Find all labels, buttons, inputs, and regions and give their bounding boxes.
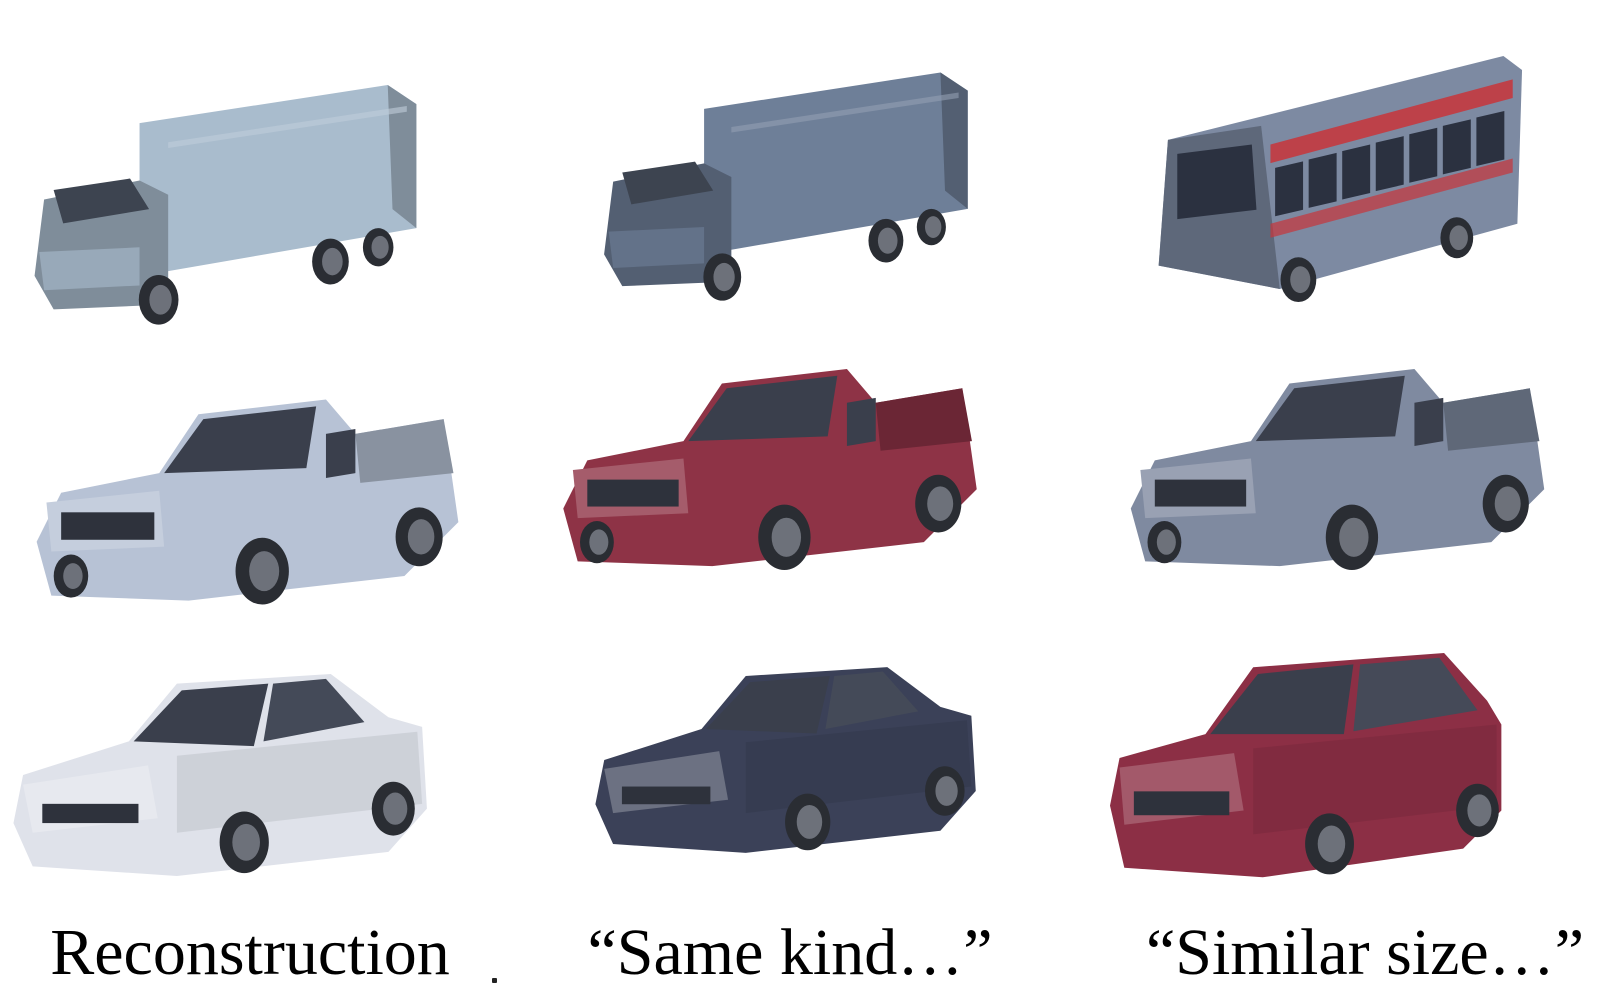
pickup-drawing <box>1130 369 1545 570</box>
sedan-drawing <box>13 674 427 876</box>
reconstruction-truck-image <box>25 55 445 325</box>
pickup-drawing <box>36 399 459 605</box>
same-kind-pickup-image <box>550 345 990 595</box>
pickup-drawing <box>563 369 977 570</box>
suv-drawing <box>1110 652 1502 878</box>
caption-reconstruction: Reconstruction <box>50 916 450 989</box>
similar-size-suv-image <box>1110 640 1530 895</box>
stray-dot <box>492 978 497 983</box>
box-truck-drawing <box>604 72 968 301</box>
caption-similar-size: “Similar size…” <box>1145 916 1585 989</box>
caption-same-kind: “Same kind…” <box>587 916 993 989</box>
same-kind-truck-image <box>595 45 995 301</box>
sedan-drawing <box>595 667 976 853</box>
same-kind-sedan-image <box>565 645 1015 875</box>
bus-drawing <box>1158 56 1523 303</box>
reconstruction-sedan-image <box>5 650 445 900</box>
vehicle-grid <box>5 40 1555 900</box>
similar-size-bus-image <box>1140 40 1550 305</box>
box-truck-drawing <box>34 85 417 325</box>
similar-size-pickup-image <box>1120 345 1555 595</box>
reconstruction-pickup-image <box>25 375 470 630</box>
